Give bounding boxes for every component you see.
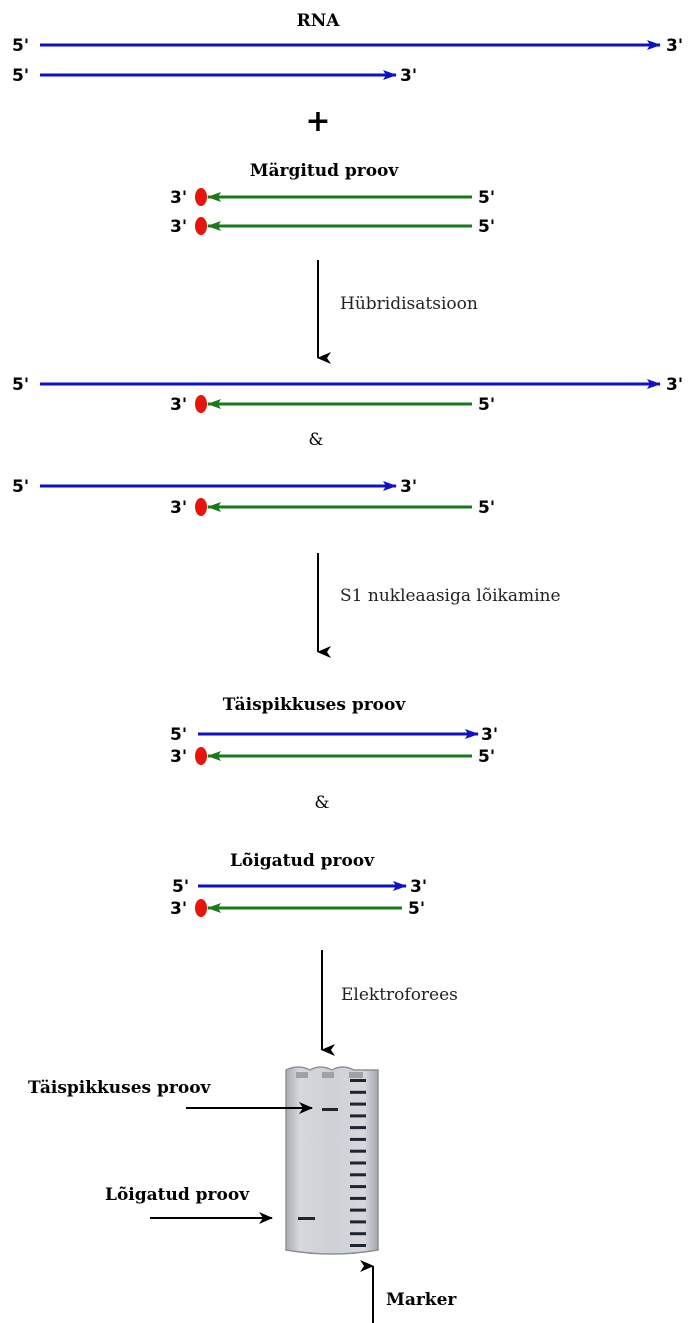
probe1-3-end: 3': [170, 188, 187, 208]
gel-well-2: [322, 1072, 334, 1078]
probe1-5-end: 5': [478, 188, 495, 208]
gel-marker-band: [350, 1220, 366, 1224]
gel-band-full-length: [322, 1108, 338, 1111]
hybrid2-rna-5-end: 5': [12, 477, 29, 497]
hybrid1-rna-3-end: 3': [666, 375, 683, 395]
gel-marker-band: [350, 1185, 366, 1189]
gel: [285, 1066, 379, 1255]
full-length-probe-5-end: 5': [478, 747, 495, 767]
gel-marker-ladder: [350, 1079, 366, 1247]
gel-marker-band: [350, 1232, 366, 1236]
full-length-rna-3-end: 3': [481, 725, 498, 745]
rna-long-5-end: 5': [12, 36, 29, 56]
gel-marker-band: [350, 1244, 366, 1247]
probe1-label-dot: [195, 188, 207, 206]
gel-marker-band: [350, 1149, 366, 1153]
plus-sign: +: [305, 104, 330, 139]
hybrid1-rna-5-end: 5': [12, 375, 29, 395]
labelled-probe-title: Märgitud proov: [250, 161, 400, 181]
hybridization-label: Hübridisatsioon: [340, 294, 478, 314]
hybrid1-probe-5-end: 5': [478, 395, 495, 415]
hybrid1-probe-label-dot: [195, 395, 207, 413]
rna-title: RNA: [297, 11, 341, 31]
cleaved-probe-5-end: 5': [408, 899, 425, 919]
rna-short-5-end: 5': [12, 66, 29, 86]
gel-marker-band: [350, 1126, 366, 1130]
hybrid2-probe-label-dot: [195, 498, 207, 516]
gel-marker-band: [350, 1196, 366, 1200]
gel-marker-band: [350, 1161, 366, 1165]
hybrid2-probe-3-end: 3': [170, 498, 187, 518]
gel-body: [285, 1066, 379, 1255]
gel-well-3: [349, 1072, 363, 1078]
cleaved-rna-5-end: 5': [172, 877, 189, 897]
full-length-probe-label-dot: [195, 747, 207, 765]
gel-full-length-label: Täispikkuses proov: [28, 1078, 212, 1098]
probe2-5-end: 5': [478, 217, 495, 237]
electrophoresis-label: Elektroforees: [341, 985, 458, 1005]
gel-well-1: [296, 1072, 308, 1078]
probe2-label-dot: [195, 217, 207, 235]
gel-marker-band: [350, 1208, 366, 1212]
rna-long-3-end: 3': [666, 36, 683, 56]
cleaved-rna-3-end: 3': [410, 877, 427, 897]
gel-marker-band: [350, 1114, 366, 1118]
full-length-product-title: Täispikkuses proov: [223, 695, 407, 715]
gel-marker-band: [350, 1137, 366, 1141]
full-length-rna-5-end: 5': [170, 725, 187, 745]
gel-marker-band: [350, 1173, 366, 1177]
hybrid2-rna-3-end: 3': [400, 477, 417, 497]
gel-marker-label: Marker: [386, 1290, 457, 1310]
gel-marker-band: [350, 1079, 366, 1082]
hybrid1-probe-3-end: 3': [170, 395, 187, 415]
gel-marker-band: [350, 1090, 366, 1094]
connector-ampersand-1: &: [308, 430, 323, 450]
hybrid2-probe-5-end: 5': [478, 498, 495, 518]
cleaved-probe-label-dot: [195, 899, 207, 917]
connector-ampersand-2: &: [314, 793, 329, 813]
full-length-probe-3-end: 3': [170, 747, 187, 767]
cleaved-probe-3-end: 3': [170, 899, 187, 919]
s1-cleavage-label: S1 nukleaasiga lõikamine: [340, 586, 561, 606]
cleaved-product-title: Lõigatud proov: [230, 851, 375, 871]
gel-cleaved-label: Lõigatud proov: [105, 1185, 250, 1205]
rna-short-3-end: 3': [400, 66, 417, 86]
gel-band-cleaved: [298, 1217, 315, 1220]
probe2-3-end: 3': [170, 217, 187, 237]
gel-marker-band: [350, 1102, 366, 1106]
